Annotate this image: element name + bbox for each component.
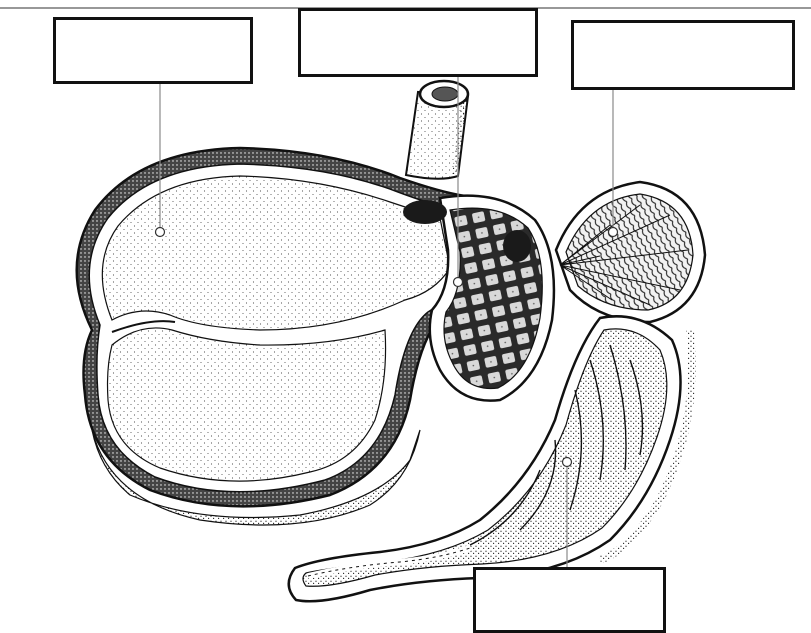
label-box-rumen[interactable] [53,17,253,84]
label-box-omasum[interactable] [571,20,795,90]
pointer-dot-abomasum [563,458,572,467]
label-box-reticulum[interactable] [298,8,538,77]
omasum [556,182,705,322]
label-box-abomasum[interactable] [473,567,666,633]
pointer-dot-rumen [156,228,165,237]
pointer-dot-reticulum [454,278,463,287]
pointer-dot-omasum [609,228,618,237]
esophagus [406,81,468,179]
